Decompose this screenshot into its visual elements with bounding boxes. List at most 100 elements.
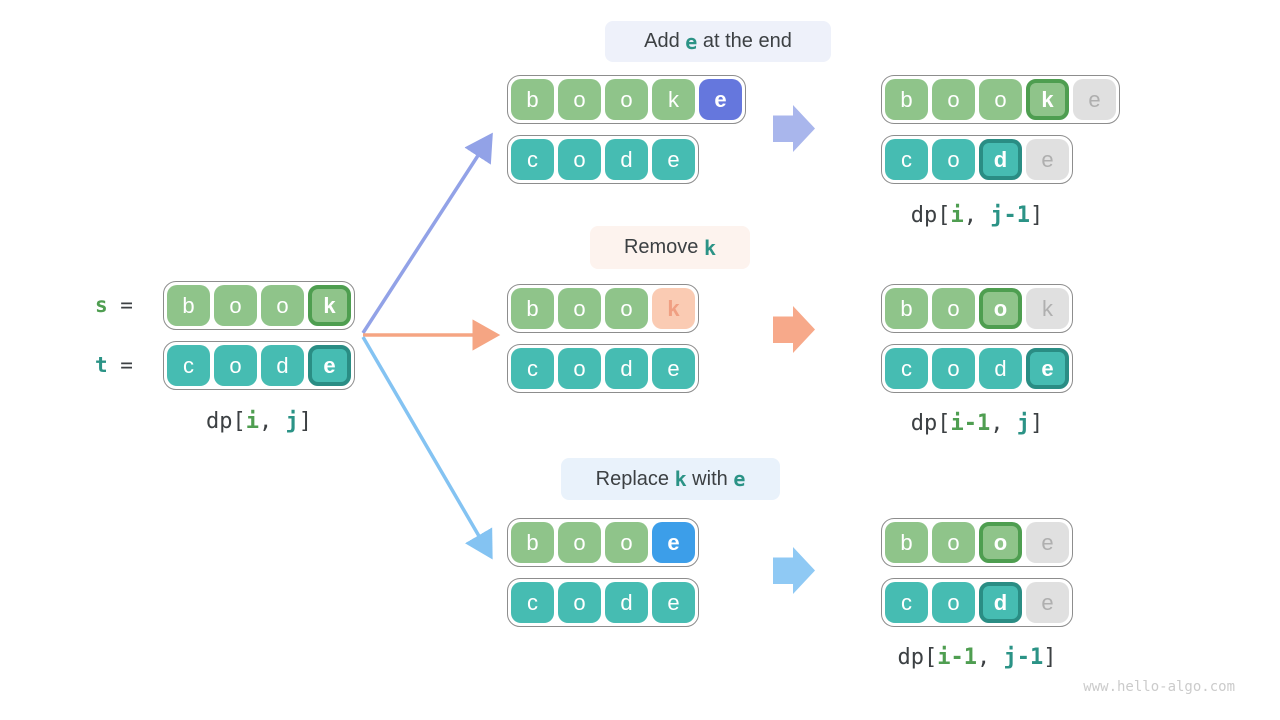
char-cell-d: d [979, 139, 1022, 180]
text-segment: = [107, 353, 133, 377]
text-segment: dp[ [206, 409, 246, 434]
char-cell-k: k [652, 79, 695, 120]
text-segment: j-1 [1003, 645, 1044, 670]
char-cell-c: c [885, 582, 928, 623]
text-segment: j [285, 409, 299, 434]
text-segment: t [95, 353, 108, 377]
text-segment: s [95, 293, 108, 317]
char-cell-c: c [511, 139, 554, 180]
text-segment: ] [1030, 203, 1044, 228]
char-cell-o: o [979, 288, 1022, 329]
char-cell-b: b [511, 288, 554, 329]
text-segment: k [703, 235, 717, 260]
text-segment: j-1 [990, 203, 1030, 228]
text-segment: at the end [697, 30, 792, 52]
char-cell-o: o [558, 582, 601, 623]
char-cell-o: o [932, 79, 975, 120]
char-cell-o: o [932, 348, 975, 389]
text-segment: , [977, 645, 1004, 670]
char-cell-d: d [261, 345, 304, 386]
text-segment: e [733, 467, 746, 491]
text-segment: = [107, 293, 133, 317]
dp-caption-source: dp[i, j] [163, 409, 355, 434]
char-cell-e: e [1026, 522, 1069, 563]
char-cell-d: d [605, 582, 648, 623]
char-cell-c: c [167, 345, 210, 386]
char-cell-o: o [605, 79, 648, 120]
char-cell-e: e [652, 348, 695, 389]
char-cell-c: c [885, 348, 928, 389]
char-cell-d: d [605, 348, 648, 389]
char-cell-d: d [605, 139, 648, 180]
char-cell-e: e [652, 139, 695, 180]
char-cell-c: c [511, 348, 554, 389]
block-arrow-add [773, 105, 815, 152]
char-cell-o: o [932, 139, 975, 180]
text-segment: ] [1043, 645, 1057, 670]
text-segment: i [950, 203, 964, 228]
char-cell-e: e [1073, 79, 1116, 120]
char-cell-e: e [308, 345, 351, 386]
text-segment: i-1 [937, 645, 977, 670]
char-cell-k: k [308, 285, 351, 326]
text-segment: , [963, 203, 991, 228]
text-segment: ] [1030, 411, 1044, 436]
char-cell-b: b [885, 79, 928, 120]
text-segment: j [1016, 411, 1030, 436]
char-cell-c: c [885, 139, 928, 180]
block-arrow-remove [773, 306, 815, 353]
char-cell-c: c [511, 582, 554, 623]
dp-caption-replace: dp[i-1, j-1] [881, 645, 1073, 670]
char-cell-b: b [511, 522, 554, 563]
char-cell-o: o [214, 285, 257, 326]
char-cell-k: k [1026, 288, 1069, 329]
text-segment: k [674, 467, 687, 491]
char-cell-o: o [558, 522, 601, 563]
text-segment: Replace [595, 467, 675, 490]
char-cell-o: o [261, 285, 304, 326]
text-segment: dp[ [910, 203, 951, 228]
text-segment: dp[ [897, 645, 938, 670]
char-cell-o: o [932, 288, 975, 329]
text-segment: , [259, 409, 286, 434]
operation-label-remove: Remove k [590, 226, 750, 269]
char-cell-o: o [979, 522, 1022, 563]
char-cell-o: o [214, 345, 257, 386]
char-cell-o: o [558, 139, 601, 180]
var-label-t: t = [95, 353, 133, 377]
text-segment: , [990, 411, 1017, 436]
char-cell-o: o [979, 79, 1022, 120]
char-cell-b: b [885, 522, 928, 563]
char-cell-o: o [605, 522, 648, 563]
text-segment: with [686, 467, 734, 490]
block-arrow-replace [773, 547, 815, 594]
char-cell-o: o [932, 582, 975, 623]
text-segment: Remove [623, 236, 704, 258]
text-segment: dp[ [910, 411, 951, 436]
text-segment: i [245, 409, 259, 434]
char-cell-d: d [979, 582, 1022, 623]
char-cell-e: e [1026, 582, 1069, 623]
char-cell-e: e [652, 582, 695, 623]
char-cell-k: k [652, 288, 695, 329]
site-watermark: www.hello-algo.com [1083, 679, 1235, 695]
char-cell-o: o [558, 288, 601, 329]
var-label-s: s = [95, 293, 133, 317]
branch-line-add [361, 132, 493, 334]
char-cell-e: e [652, 522, 695, 563]
dp-caption-add: dp[i, j-1] [881, 203, 1073, 228]
text-segment: i-1 [950, 411, 991, 436]
operation-label-replace: Replace k with e [561, 458, 780, 500]
